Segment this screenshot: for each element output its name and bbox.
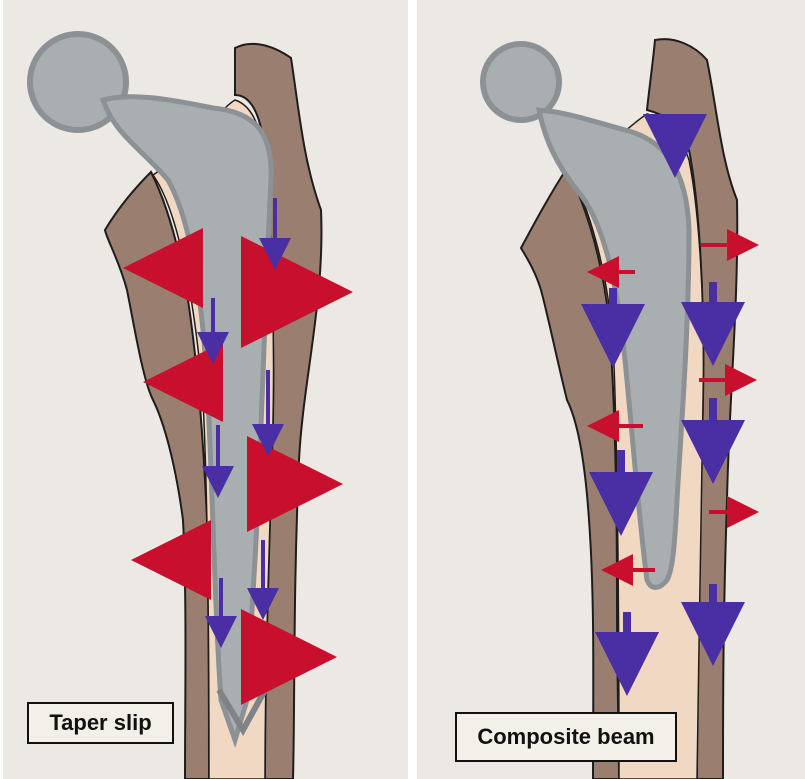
panel-label-taper-slip: Taper slip <box>27 702 174 744</box>
panel-composite-beam: Composite beam <box>417 0 805 779</box>
composite-beam-drawing <box>417 0 805 779</box>
panel-taper-slip: Taper slip <box>3 0 408 779</box>
taper-slip-drawing <box>3 0 408 779</box>
panel-label-composite-beam: Composite beam <box>455 712 677 762</box>
